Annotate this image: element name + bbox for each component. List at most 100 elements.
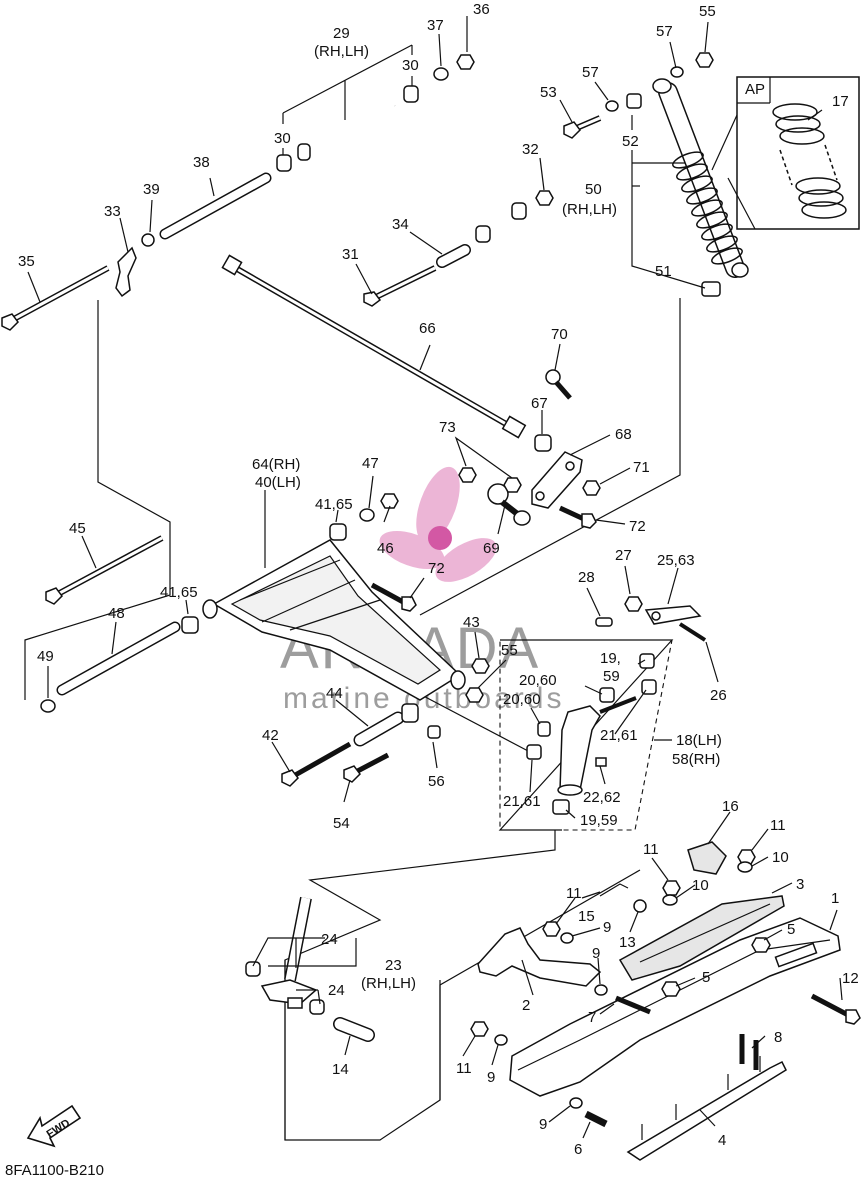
bolt-53 bbox=[563, 115, 602, 139]
callout-46: 46 bbox=[377, 540, 394, 557]
callout-11: 11 bbox=[643, 841, 659, 858]
bolt-42 bbox=[281, 741, 352, 787]
washer-9-b bbox=[594, 984, 608, 996]
callout-30: 30 bbox=[402, 57, 419, 74]
callout-27: 27 bbox=[615, 547, 632, 564]
nut-73-a bbox=[458, 467, 477, 483]
bolt-26 bbox=[678, 622, 707, 642]
handle-2 bbox=[477, 927, 602, 987]
collar-44 bbox=[353, 711, 405, 747]
callout-7: 7 bbox=[588, 1009, 596, 1026]
callout-5: 5 bbox=[702, 969, 710, 986]
bolt-70 bbox=[545, 369, 572, 400]
upper-a-arm bbox=[297, 104, 527, 243]
callout-9: 9 bbox=[592, 945, 600, 962]
collar-67 bbox=[534, 434, 552, 452]
callout-5: 5 bbox=[787, 921, 795, 938]
bolt-12 bbox=[810, 993, 861, 1025]
callout-labels: 1 2 3 4 5 5 6 7 8 9 9 9 9 10 10 11 11 11… bbox=[18, 1, 859, 1158]
callout-43: 43 bbox=[463, 614, 480, 631]
fitting-2262 bbox=[595, 757, 607, 767]
callout-2: 2 bbox=[522, 997, 530, 1014]
nut-11-b bbox=[662, 880, 681, 896]
callout-20-60: 20,60 bbox=[519, 672, 557, 689]
callout-70: 70 bbox=[551, 326, 568, 343]
arm-2563 bbox=[644, 605, 702, 625]
bracket-lower bbox=[401, 703, 419, 723]
nut-55-top bbox=[695, 52, 714, 68]
ap-label: AP bbox=[745, 81, 765, 98]
washer-10-b bbox=[662, 894, 678, 906]
callout-22-62: 22,62 bbox=[583, 789, 621, 806]
callout-71: 71 bbox=[633, 459, 650, 476]
callout-19-59: 19,59 bbox=[580, 812, 618, 829]
leader-lines bbox=[27, 16, 843, 1139]
callout-10: 10 bbox=[692, 877, 709, 894]
callout-23-rh-lh: (RH,LH) bbox=[361, 975, 416, 992]
bolt-8 bbox=[739, 1034, 759, 1070]
callout-57: 57 bbox=[582, 64, 599, 81]
callout-21-61: 21,61 bbox=[503, 793, 541, 810]
nut-55-mid bbox=[465, 687, 484, 703]
bushing-30 bbox=[403, 85, 419, 103]
callout-14: 14 bbox=[332, 1061, 349, 1078]
bolt-35 bbox=[1, 265, 110, 331]
ski-1 bbox=[509, 917, 841, 1097]
callout-9: 9 bbox=[603, 919, 611, 936]
callout-58-rh: 58(RH) bbox=[672, 751, 720, 768]
bolt-54 bbox=[343, 752, 390, 783]
callout-15: 15 bbox=[578, 908, 595, 925]
callout-69: 69 bbox=[483, 540, 500, 557]
washer-57-left bbox=[605, 100, 619, 112]
link-68 bbox=[531, 451, 583, 509]
callout-51: 51 bbox=[655, 263, 672, 280]
callout-32: 32 bbox=[522, 141, 539, 158]
washer-47 bbox=[359, 508, 375, 522]
callout-21-61: 21,61 bbox=[600, 727, 638, 744]
callout-9: 9 bbox=[487, 1069, 495, 1086]
callout-33: 33 bbox=[104, 203, 121, 220]
collar-34 bbox=[436, 244, 471, 268]
callout-4: 4 bbox=[718, 1132, 726, 1149]
ap-box bbox=[711, 76, 860, 230]
washer-49 bbox=[40, 699, 56, 713]
callout-16: 16 bbox=[722, 798, 739, 815]
nut-36 bbox=[456, 54, 475, 70]
bushing-1959-b bbox=[552, 799, 570, 815]
callout-53: 53 bbox=[540, 84, 557, 101]
callout-18-lh: 18(LH) bbox=[676, 732, 722, 749]
callout-11: 11 bbox=[456, 1060, 472, 1077]
bushing-2161-b bbox=[526, 744, 542, 760]
callout-24: 24 bbox=[328, 982, 345, 999]
callout-25-63: 25,63 bbox=[657, 552, 695, 569]
callout-26: 26 bbox=[710, 687, 727, 704]
bushing-4165-b bbox=[181, 616, 199, 634]
bushing-4165-a bbox=[329, 523, 347, 541]
callout-29: 29 bbox=[333, 25, 350, 42]
callout-12: 12 bbox=[842, 970, 859, 987]
callout-24: 24 bbox=[321, 931, 338, 948]
runner-4 bbox=[626, 1056, 787, 1161]
callout-55: 55 bbox=[699, 3, 716, 20]
bushing-13 bbox=[633, 899, 647, 913]
callout-48: 48 bbox=[108, 605, 125, 622]
collar-52 bbox=[626, 93, 642, 109]
callout-56: 56 bbox=[428, 773, 445, 790]
spindle-18 bbox=[557, 705, 601, 796]
callout-50: 50 bbox=[585, 181, 602, 198]
bushing-1959-a bbox=[639, 653, 655, 669]
shock-absorber-50 bbox=[652, 78, 749, 278]
callout-39: 39 bbox=[143, 181, 160, 198]
callout-47: 47 bbox=[362, 455, 379, 472]
nut-11-c bbox=[542, 921, 561, 937]
bushing-2060-a bbox=[599, 687, 615, 703]
callout-67: 67 bbox=[531, 395, 548, 412]
rod-66 bbox=[221, 254, 527, 439]
callout-41-65: 41,65 bbox=[315, 496, 353, 513]
callout-34: 34 bbox=[392, 216, 409, 233]
nut-27 bbox=[624, 596, 643, 612]
callout-40-lh: 40(LH) bbox=[255, 474, 301, 491]
callout-9: 9 bbox=[539, 1116, 547, 1133]
callout-49: 49 bbox=[37, 648, 54, 665]
bolt-72-left bbox=[370, 582, 417, 612]
